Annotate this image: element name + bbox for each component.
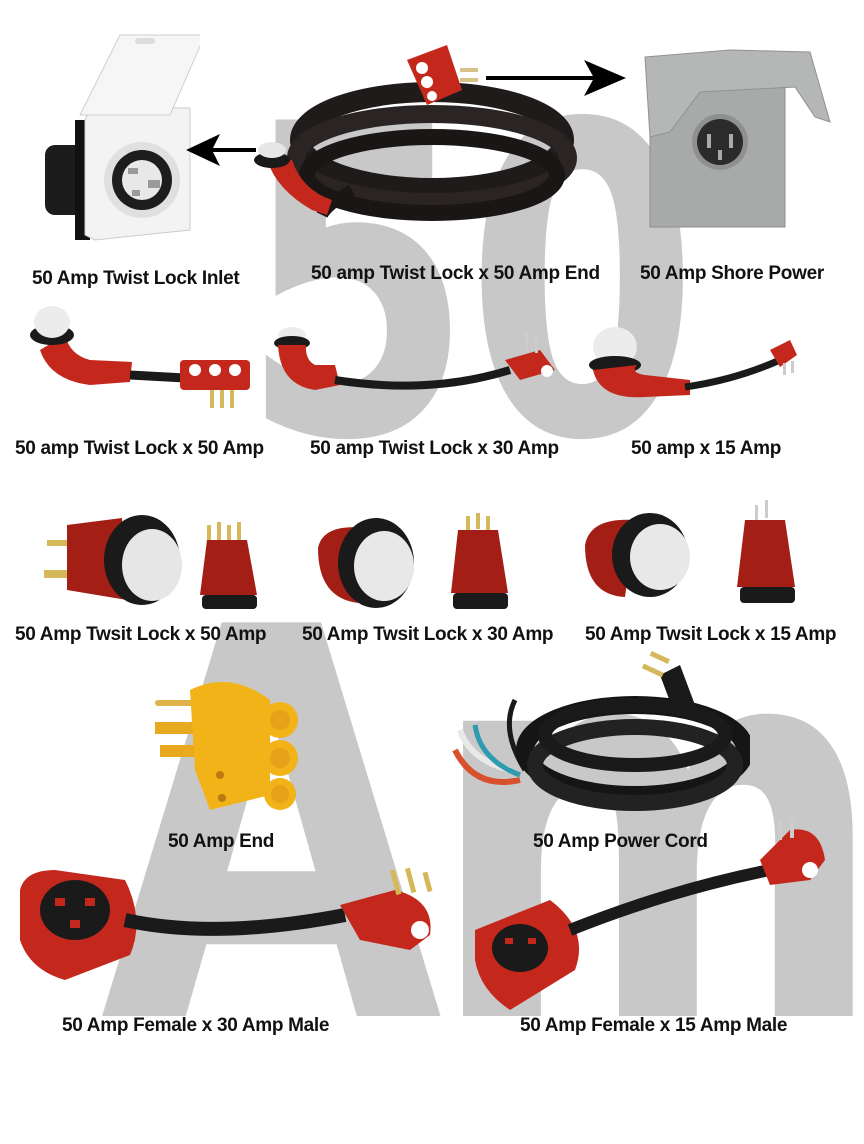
pigtail-50-15-image xyxy=(589,327,797,398)
caption-female-50-male-15: 50 Amp Female x 15 Amp Male xyxy=(520,1015,788,1036)
adapter-twist-50-image xyxy=(44,515,257,609)
twist-lock-inlet-image xyxy=(45,34,200,241)
pigtail-twist-lock-30-image xyxy=(274,327,555,390)
caption-amp-end: 50 Amp End xyxy=(168,831,275,852)
caption-pigtail-twist-lock-50: 50 amp Twist Lock x 50 Amp xyxy=(15,438,264,459)
caption-pigtail-50-15: 50 amp x 15 Amp xyxy=(631,438,782,459)
shore-power-image xyxy=(644,49,831,228)
caption-twist-lock-x-50-end-cord: 50 amp Twist Lock x 50 Amp End xyxy=(311,263,600,284)
arrow-right-icon xyxy=(486,60,626,96)
adapter-twist-30-image xyxy=(318,513,508,609)
caption-power-cord: 50 Amp Power Cord xyxy=(533,831,708,852)
female-50-male-30-image xyxy=(20,867,433,980)
arrow-left-icon xyxy=(186,134,256,166)
caption-female-50-male-30: 50 Amp Female x 30 Amp Male xyxy=(62,1015,330,1036)
amp-end-image xyxy=(155,682,298,810)
pigtail-twist-lock-50-image xyxy=(30,306,250,408)
caption-adapter-twist-30: 50 Amp Twsit Lock x 30 Amp xyxy=(302,624,554,645)
caption-twist-lock-inlet: 50 Amp Twist Lock Inlet xyxy=(32,268,240,289)
caption-adapter-twist-15: 50 Amp Twsit Lock x 15 Amp xyxy=(585,624,837,645)
twist-lock-x-50-end-cord-image xyxy=(254,45,577,221)
caption-adapter-twist-50: 50 Amp Twsit Lock x 50 Amp xyxy=(15,624,267,645)
power-cord-image xyxy=(452,650,750,811)
watermark-amp: Amp xyxy=(100,516,864,1144)
caption-pigtail-twist-lock-30: 50 amp Twist Lock x 30 Amp xyxy=(310,438,559,459)
adapter-twist-15-image xyxy=(585,500,795,603)
female-50-male-15-image xyxy=(475,820,825,1010)
caption-shore-power: 50 Amp Shore Power xyxy=(640,263,824,284)
